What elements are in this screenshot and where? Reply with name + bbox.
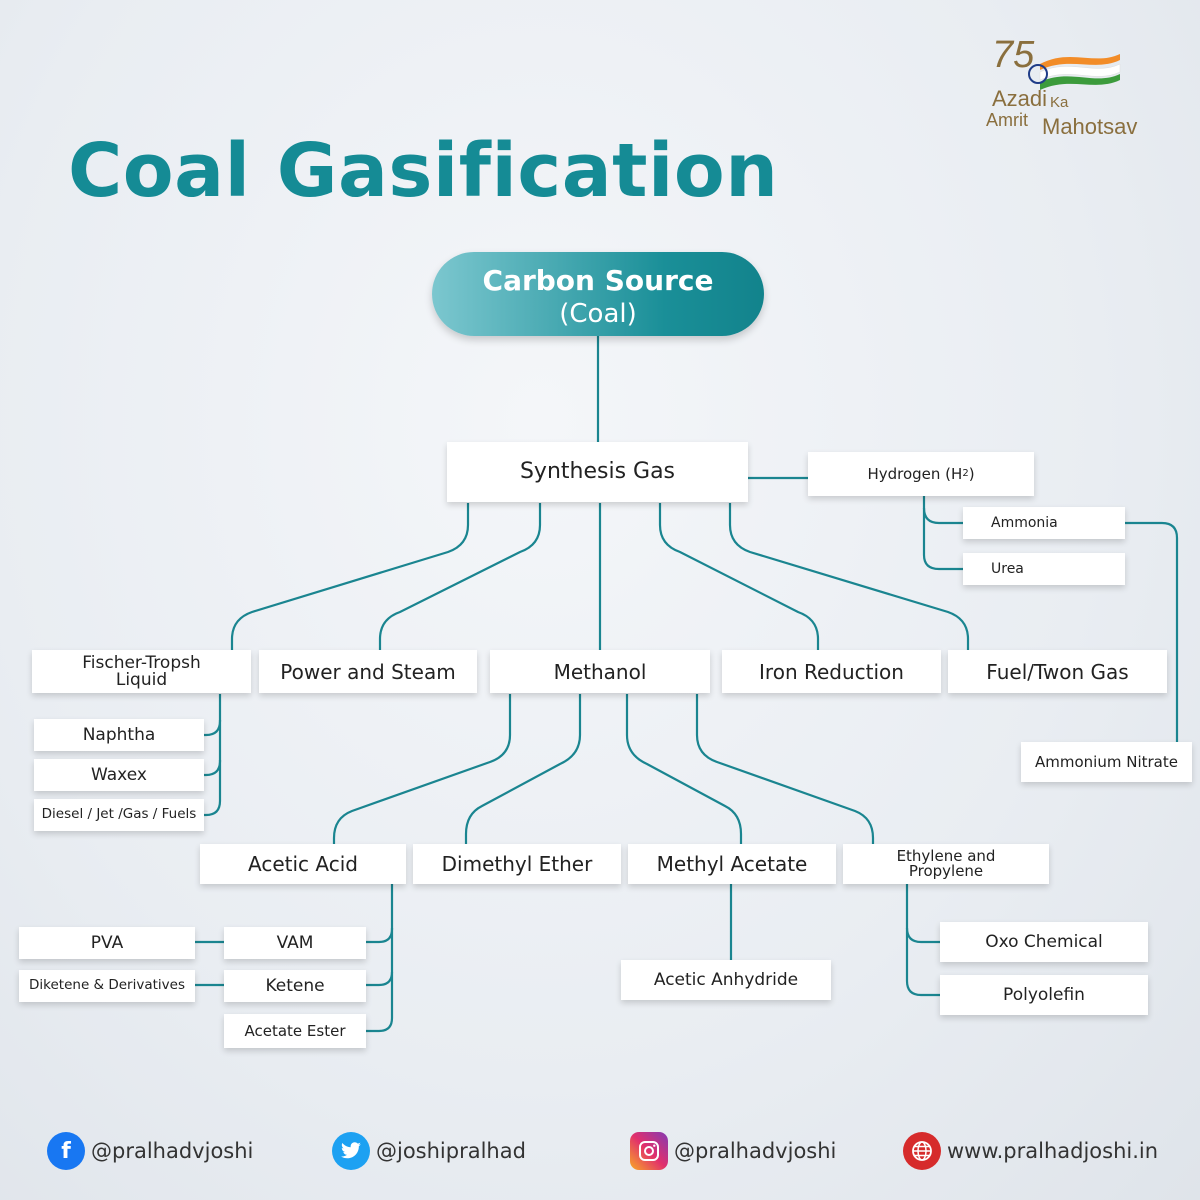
node-pva: PVA: [19, 927, 195, 959]
node-ketene: Ketene: [224, 970, 366, 1002]
node-diesel-jet-gas-fuels: Diesel / Jet /Gas / Fuels: [34, 799, 204, 831]
node-dimethyl-ether: Dimethyl Ether: [413, 844, 621, 884]
node-waxex: Waxex: [34, 759, 204, 791]
social-website[interactable]: www.pralhadjoshi.in: [903, 1132, 1158, 1170]
node-synthesis-gas: Synthesis Gas: [447, 442, 748, 502]
twitter-icon: [332, 1132, 370, 1170]
node-ethylene-and-propylene: Ethylene and Propylene: [843, 844, 1049, 884]
node-naphtha: Naphtha: [34, 719, 204, 751]
social-twitter[interactable]: @joshipralhad: [332, 1132, 526, 1170]
node-acetate-ester: Acetate Ester: [224, 1014, 366, 1048]
node-polyolefin: Polyolefin: [940, 975, 1148, 1015]
node-urea: Urea: [963, 553, 1125, 585]
node-methyl-acetate: Methyl Acetate: [628, 844, 836, 884]
tricolor-flag-icon: [1028, 54, 1121, 90]
instagram-icon: [630, 1132, 668, 1170]
node-oxo-chemical: Oxo Chemical: [940, 922, 1148, 962]
facebook-icon: f: [47, 1132, 85, 1170]
node-acetic-acid: Acetic Acid: [200, 844, 406, 884]
social-facebook[interactable]: f @pralhadvjoshi: [47, 1132, 253, 1170]
node-vam: VAM: [224, 927, 366, 959]
globe-icon: [903, 1132, 941, 1170]
node-fischer-tropsch-liquid: Fischer-Tropsh Liquid: [32, 650, 251, 693]
social-instagram[interactable]: @pralhadvjoshi: [630, 1132, 836, 1170]
page-title: Coal Gasification: [68, 128, 779, 214]
node-ammonia: Ammonia: [963, 507, 1125, 539]
node-acetic-anhydride: Acetic Anhydride: [621, 960, 831, 1000]
node-diketene-and-derivatives: Diketene & Derivatives: [19, 970, 195, 1002]
node-iron-reduction: Iron Reduction: [722, 650, 941, 693]
node-ammonium-nitrate: Ammonium Nitrate: [1021, 742, 1192, 782]
node-power-and-steam: Power and Steam: [259, 650, 477, 693]
node-methanol: Methanol: [490, 650, 710, 693]
azadi-ka-amrit-mahotsav-logo: 75 Azadi Ka Amrit Mahotsav: [980, 34, 1170, 148]
root-node-carbon-source: Carbon Source (Coal): [432, 252, 764, 336]
node-fuel-town-gas: Fuel/Twon Gas: [948, 650, 1167, 693]
